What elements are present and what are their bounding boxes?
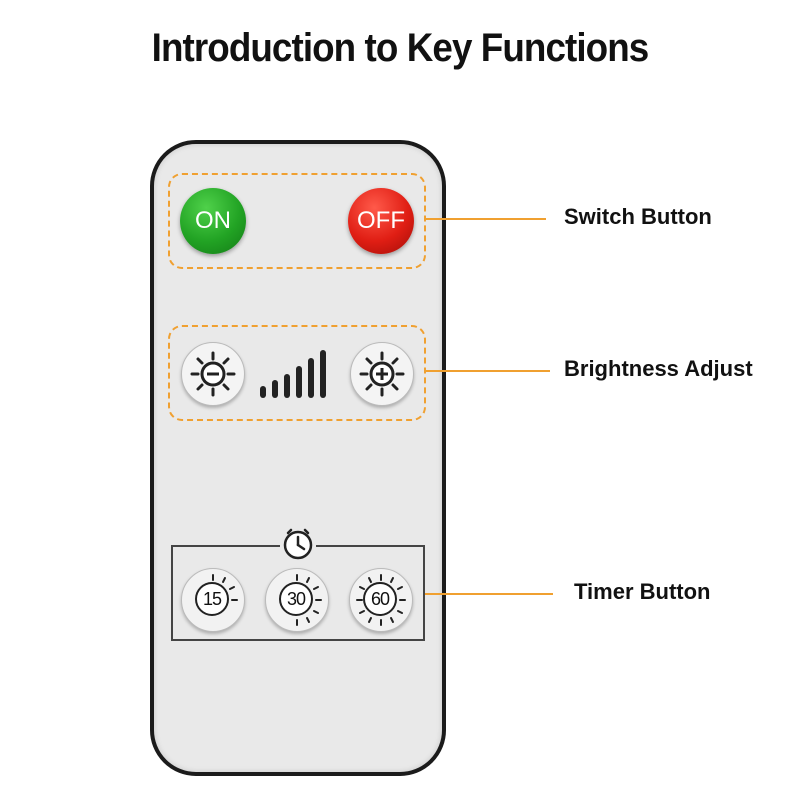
- timer-30-label: 30: [279, 582, 313, 616]
- timer-30-button[interactable]: 30: [265, 568, 329, 632]
- brightness-group-outline: [168, 325, 426, 421]
- switch-callout-label: Switch Button: [564, 204, 712, 229]
- timer-15-label: 15: [195, 582, 229, 616]
- brightness-level-icon: [260, 350, 326, 398]
- page-title: Introduction to Key Functions: [151, 26, 650, 70]
- dial-ticks-icon: [356, 574, 406, 626]
- timer-60-button[interactable]: 60: [349, 568, 413, 632]
- sun-plus-icon: [359, 351, 405, 397]
- off-button[interactable]: OFF: [348, 188, 414, 254]
- switch-group-outline: [168, 173, 426, 269]
- brightness-callout-line: [426, 370, 550, 372]
- brightness-down-button[interactable]: [181, 342, 245, 406]
- on-button[interactable]: ON: [180, 188, 246, 254]
- on-button-label: ON: [195, 207, 231, 234]
- dial-ticks-icon: [212, 574, 238, 601]
- timer-60-label: 60: [363, 582, 397, 616]
- brightness-up-button[interactable]: [350, 342, 414, 406]
- off-button-label: OFF: [357, 207, 405, 234]
- dial-ticks-icon: [296, 574, 322, 626]
- timer-callout-line: [425, 593, 553, 595]
- timer-15-button[interactable]: 15: [181, 568, 245, 632]
- sun-minus-icon: [190, 351, 236, 397]
- brightness-callout-label: Brightness Adjust: [564, 356, 753, 381]
- timer-callout-label: Timer Button: [574, 579, 711, 604]
- switch-callout-line: [426, 218, 546, 220]
- clock-icon: [280, 526, 316, 562]
